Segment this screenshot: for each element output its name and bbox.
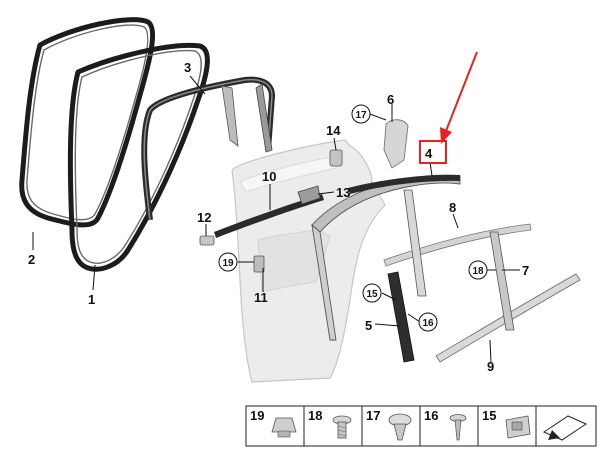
window-guide-rail <box>403 189 427 297</box>
part-label-4: 4 <box>425 146 433 161</box>
part-label-8: 8 <box>449 200 456 215</box>
inner-waist-seal <box>214 194 324 238</box>
view-direction-icon <box>542 415 588 441</box>
self-tapping-screw-icon <box>449 414 467 441</box>
door-seal-outer <box>19 17 156 228</box>
pillar-cover <box>387 271 415 363</box>
collar-screw-icon <box>332 415 352 439</box>
legend-label-17: 17 <box>366 408 380 423</box>
part-label-9: 9 <box>487 359 494 374</box>
clip-nut-icon <box>505 415 531 439</box>
part-label-16: 16 <box>422 318 434 329</box>
part-label-3: 3 <box>184 60 191 75</box>
cable-holder <box>297 185 321 205</box>
corner-cap <box>383 119 409 169</box>
part-label-6: 6 <box>387 92 394 107</box>
part-label-17: 17 <box>355 110 367 121</box>
leader-lines <box>32 75 520 364</box>
circled-labels: 15 16 17 18 19 <box>218 104 488 332</box>
lock-bracket <box>253 255 265 273</box>
clip-bracket <box>329 149 343 167</box>
part-label-18: 18 <box>472 266 484 277</box>
fastener-legend: 19 18 17 16 15 <box>245 405 597 447</box>
part-label-7: 7 <box>522 263 529 278</box>
expanding-rivet-icon <box>388 413 412 441</box>
part-label-19: 19 <box>222 258 234 269</box>
legend-label-18: 18 <box>308 408 322 423</box>
window-guide-channel <box>141 76 275 221</box>
part-label-12: 12 <box>197 210 211 225</box>
highlight-arrow <box>440 51 478 144</box>
highlight-box <box>419 140 447 164</box>
legend-label-15: 15 <box>482 408 496 423</box>
push-nut-icon <box>271 417 297 438</box>
part-label-10: 10 <box>262 169 276 184</box>
pillar-trim <box>489 231 515 331</box>
exterior-trim-strip <box>383 223 532 267</box>
part-labels: 1 2 3 4 5 6 7 8 9 10 11 12 13 14 <box>28 60 529 374</box>
window-trim-strip <box>348 174 460 194</box>
door-seal-inner <box>67 42 210 272</box>
part-label-2: 2 <box>28 252 35 267</box>
part-label-1: 1 <box>88 292 95 307</box>
part-label-5: 5 <box>365 318 372 333</box>
part-label-11: 11 <box>254 290 268 305</box>
part-label-14: 14 <box>326 123 341 138</box>
part-label-15: 15 <box>366 289 378 300</box>
stop-buffer <box>199 235 215 246</box>
legend-label-19: 19 <box>250 408 264 423</box>
legend-label-16: 16 <box>424 408 438 423</box>
part-label-13: 13 <box>336 185 350 200</box>
